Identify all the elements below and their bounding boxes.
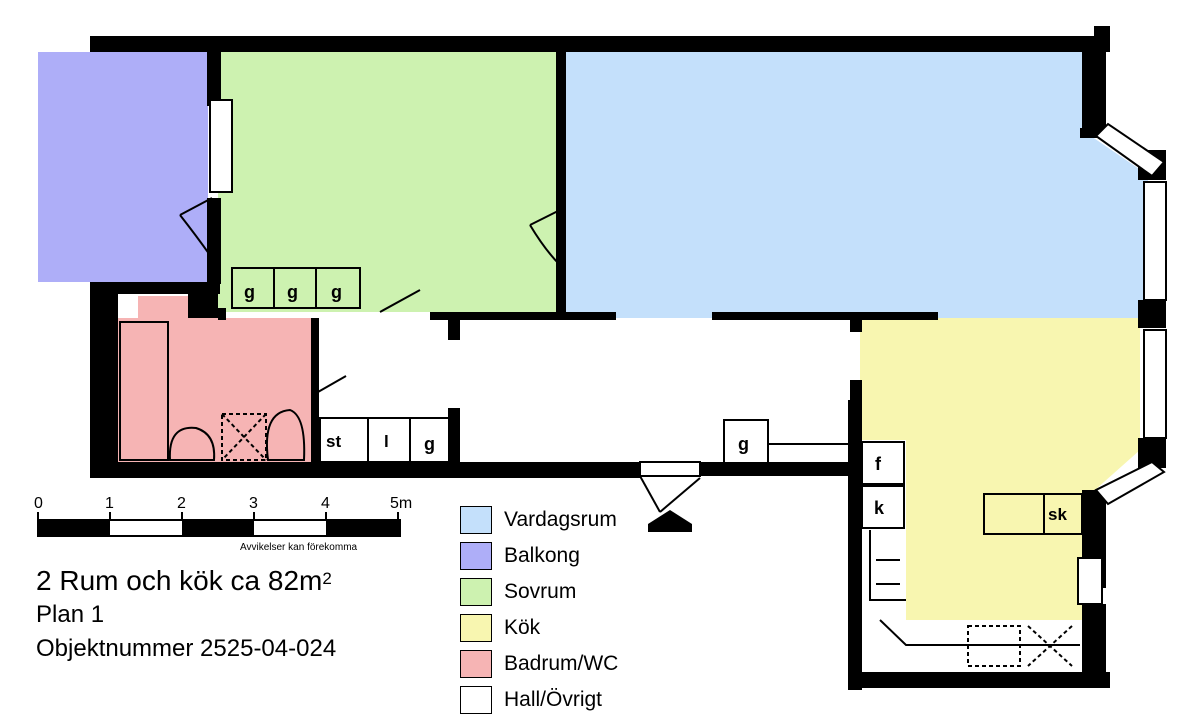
legend-item-kok: Kök — [460, 610, 618, 646]
bathroom-fixtures — [119, 321, 306, 461]
storage-label: st — [326, 432, 341, 451]
room-balkong — [38, 52, 208, 282]
legend-item-hall: Hall/Övrigt — [460, 682, 618, 718]
room-vardagsrum — [566, 50, 1148, 318]
room-kok — [860, 318, 1140, 620]
legend-label: Sovrum — [504, 580, 577, 603]
scale-tick-label: 5m — [390, 495, 412, 512]
scale-tick-label: 4 — [321, 495, 330, 512]
legend-label: Kök — [504, 616, 541, 639]
linen-label: l — [384, 432, 389, 451]
door-swings — [179, 197, 701, 513]
scale-tick-label: 2 — [177, 495, 186, 512]
entrance-arrow-icon — [648, 510, 692, 532]
legend-item-vardagsrum: Vardagsrum — [460, 502, 618, 538]
plan-label: Plan 1 — [36, 601, 105, 628]
room-badrum — [118, 318, 311, 463]
closet-label: g — [244, 282, 255, 302]
room-badrum-top — [138, 296, 190, 320]
legend: Vardagsrum Balkong Sovrum Kök Badrum/WC … — [460, 502, 618, 718]
walls — [90, 26, 1166, 690]
legend-label: Balkong — [504, 544, 580, 567]
closet-label: g — [287, 282, 298, 302]
legend-swatch — [460, 614, 492, 642]
object-number: Objektnummer 2525-04-024 — [36, 635, 337, 662]
fridge-label: k — [874, 498, 885, 518]
scale-tick-label: 1 — [105, 495, 114, 512]
closets — [231, 267, 1083, 667]
legend-item-balkong: Balkong — [460, 538, 618, 574]
room-sovrum — [218, 50, 558, 312]
scale-note: Avvikelser kan förekomma — [240, 542, 358, 553]
freezer-label: f — [875, 454, 882, 474]
legend-item-sovrum: Sovrum — [460, 574, 618, 610]
legend-swatch — [460, 542, 492, 570]
closet-label: g — [738, 434, 749, 454]
scale-bar: 0 1 2 3 4 5m Avvikelser kan förekomma — [34, 495, 412, 553]
legend-swatch — [460, 506, 492, 534]
cabinet-label: sk — [1048, 505, 1067, 524]
closet-label: g — [424, 434, 435, 454]
scale-tick-label: 3 — [249, 495, 258, 512]
legend-swatch — [460, 686, 492, 714]
legend-item-badrum: Badrum/WC — [460, 646, 618, 682]
legend-label: Hall/Övrigt — [504, 688, 603, 711]
closet-label: g — [331, 282, 342, 302]
windows — [209, 99, 1167, 605]
legend-swatch — [460, 650, 492, 678]
title-block: 2 Rum och kök ca 82m2 Plan 1 Objektnumme… — [36, 564, 336, 666]
legend-label: Badrum/WC — [504, 652, 619, 675]
legend-label: Vardagsrum — [504, 508, 617, 531]
area-unit-superscript: 2 — [322, 569, 332, 588]
apartment-title-text: 2 Rum och kök ca 82m — [36, 565, 323, 596]
scale-tick-label: 0 — [34, 495, 43, 512]
fixture-labels: g g g st l g g f k sk — [244, 282, 1067, 524]
legend-swatch — [460, 578, 492, 606]
apartment-title: 2 Rum och kök ca 82m2 — [36, 564, 336, 598]
